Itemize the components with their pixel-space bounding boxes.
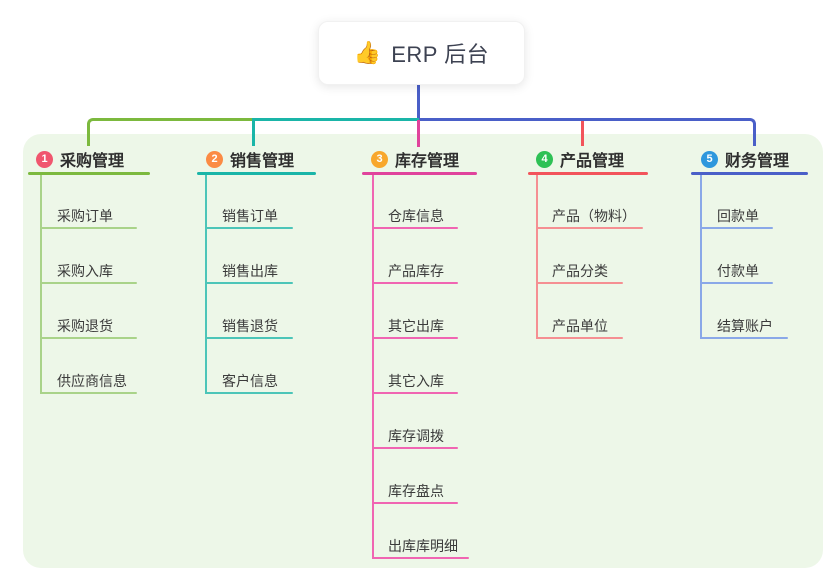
branch-number-badge: 5 <box>701 150 718 168</box>
branch-number-badge: 3 <box>371 150 388 168</box>
child-node[interactable]: 采购退货 <box>57 318 113 334</box>
branch-inventory[interactable]: 3 库存管理 <box>371 147 459 171</box>
child-underline <box>372 502 458 504</box>
child-underline <box>372 557 469 559</box>
branch-number-badge: 4 <box>536 150 553 168</box>
child-node[interactable]: 产品（物料） <box>552 208 636 224</box>
branch-label: 销售管理 <box>230 153 295 170</box>
branch-label: 采购管理 <box>60 153 125 170</box>
branch-underline <box>362 172 477 175</box>
branch-trunk-line <box>40 175 42 394</box>
branch-trunk-line <box>700 175 702 339</box>
child-node[interactable]: 库存调拨 <box>388 428 444 444</box>
child-node[interactable]: 产品单位 <box>552 318 608 334</box>
branch-underline <box>691 172 808 175</box>
child-underline <box>40 392 137 394</box>
connector-root-stem <box>417 83 420 119</box>
child-node[interactable]: 产品分类 <box>552 263 608 279</box>
branch-sales[interactable]: 2 销售管理 <box>206 147 294 171</box>
connector-drop-teal <box>252 118 255 146</box>
branch-underline <box>28 172 150 175</box>
child-node[interactable]: 客户信息 <box>222 373 278 389</box>
branch-label: 产品管理 <box>560 153 625 170</box>
canvas-panel <box>23 134 823 568</box>
child-underline <box>372 447 458 449</box>
connector-bus-teal <box>254 118 419 121</box>
child-underline <box>372 392 458 394</box>
branch-trunk-line <box>536 175 538 339</box>
branch-purchase[interactable]: 1 采购管理 <box>36 147 124 171</box>
child-underline <box>536 282 623 284</box>
child-node[interactable]: 供应商信息 <box>57 373 127 389</box>
child-node[interactable]: 销售退货 <box>222 318 278 334</box>
root-node[interactable]: 👍 ERP 后台 <box>318 21 525 85</box>
child-node[interactable]: 采购订单 <box>57 208 113 224</box>
child-underline <box>372 282 458 284</box>
branch-underline <box>197 172 316 175</box>
child-node[interactable]: 出库库明细 <box>388 538 458 554</box>
branch-product[interactable]: 4 产品管理 <box>536 147 624 171</box>
child-underline <box>40 337 137 339</box>
branch-label: 库存管理 <box>395 153 460 170</box>
child-underline <box>40 227 137 229</box>
child-node[interactable]: 付款单 <box>717 263 759 279</box>
branch-number-badge: 2 <box>206 150 223 168</box>
branch-trunk-line <box>372 175 374 559</box>
child-underline <box>536 227 643 229</box>
child-underline <box>205 282 293 284</box>
child-node[interactable]: 产品库存 <box>388 263 444 279</box>
thumbs-up-icon: 👍 <box>353 40 382 65</box>
branch-finance[interactable]: 5 财务管理 <box>701 147 789 171</box>
child-underline <box>205 337 293 339</box>
child-underline <box>372 337 458 339</box>
connector-drop-red <box>581 121 584 146</box>
child-underline <box>700 227 773 229</box>
child-underline <box>700 282 773 284</box>
child-underline <box>205 227 293 229</box>
child-underline <box>40 282 137 284</box>
connector-drop-magenta <box>417 120 420 147</box>
child-node[interactable]: 其它出库 <box>388 318 444 334</box>
branch-underline <box>528 172 648 175</box>
connector-bus-blue <box>419 118 756 146</box>
child-node[interactable]: 销售出库 <box>222 263 278 279</box>
branch-label: 财务管理 <box>725 153 790 170</box>
child-node[interactable]: 其它入库 <box>388 373 444 389</box>
branch-number-badge: 1 <box>36 150 53 168</box>
child-underline <box>205 392 293 394</box>
child-node[interactable]: 采购入库 <box>57 263 113 279</box>
child-underline <box>700 337 788 339</box>
child-underline <box>536 337 623 339</box>
child-node[interactable]: 结算账户 <box>717 318 773 334</box>
child-node[interactable]: 销售订单 <box>222 208 278 224</box>
connector-bus-green <box>87 118 254 146</box>
child-node[interactable]: 库存盘点 <box>388 483 444 499</box>
child-node[interactable]: 仓库信息 <box>388 208 444 224</box>
child-node[interactable]: 回款单 <box>717 208 759 224</box>
root-node-label: ERP 后台 <box>391 42 490 67</box>
branch-trunk-line <box>205 175 207 394</box>
child-underline <box>372 227 458 229</box>
